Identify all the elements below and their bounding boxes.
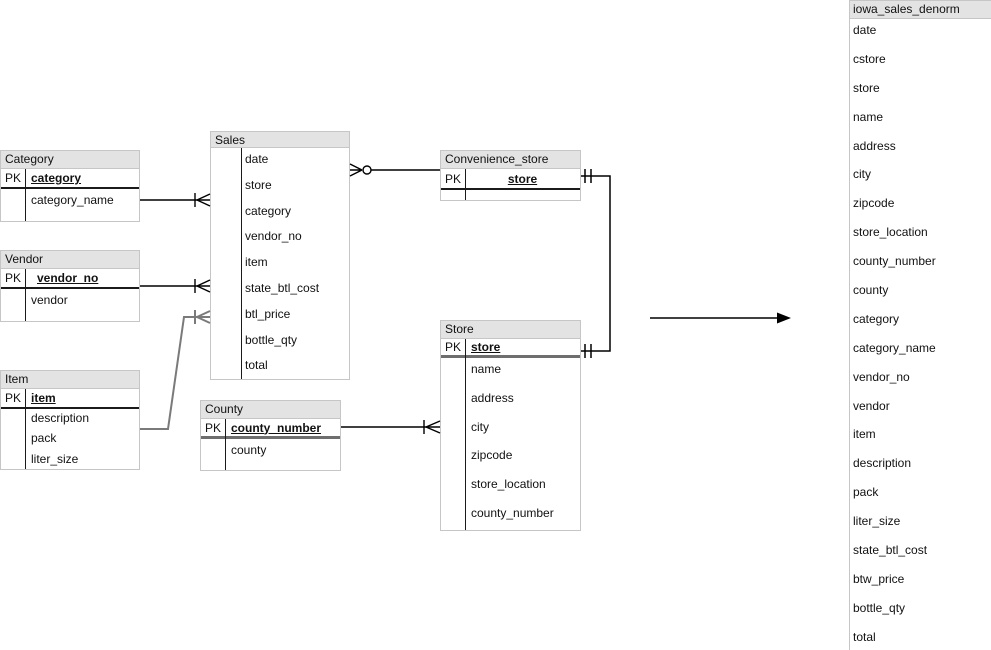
one-and-only-one-icon — [584, 344, 592, 358]
entity-table-sales[interactable]: Sales date store category vendor_no item… — [210, 131, 350, 380]
table-iowa-sales-denorm[interactable]: iowa_sales_denorm date cstore store name… — [849, 0, 991, 650]
denorm-field-state-btl-cost: state_btl_cost — [853, 543, 928, 558]
pk-label: PK — [444, 340, 461, 354]
table-title-store: Store — [440, 320, 581, 339]
pk-row: PK item — [1, 389, 139, 409]
entity-table-item[interactable]: Item PK item description pack liter_size — [0, 370, 140, 470]
denorm-field-pack: pack — [853, 485, 879, 500]
pk-row: PK store — [441, 169, 580, 190]
field-zipcode: zipcode — [471, 448, 513, 463]
field-date: date — [245, 152, 269, 166]
table-title-vendor: Vendor — [0, 250, 140, 269]
entity-table-store[interactable]: Store PK store name address city zipcode… — [440, 320, 581, 531]
entity-table-category[interactable]: Category PK category category_name — [0, 150, 140, 222]
field-address: address — [471, 390, 514, 405]
pk-row: PK county_number — [201, 419, 340, 439]
entity-table-county[interactable]: County PK county_number county — [200, 400, 341, 471]
pk-label: PK — [204, 420, 221, 435]
crow-foot-one-or-many-icon — [423, 420, 441, 434]
denorm-field-vendor-no: vendor_no — [853, 369, 910, 384]
relationship-sales-convenience-store[interactable] — [349, 163, 440, 177]
field-county-number: county_number — [471, 505, 554, 520]
table-title-category: Category — [0, 150, 140, 169]
pk-field-store: store — [507, 171, 538, 186]
crow-foot-zero-or-many-icon — [349, 163, 372, 177]
denorm-field-liter-size: liter_size — [853, 514, 901, 529]
entity-table-vendor[interactable]: Vendor PK vendor_no vendor — [0, 250, 140, 322]
denorm-field-name: name — [853, 109, 884, 124]
denorm-field-vendor: vendor — [853, 398, 890, 413]
field-city: city — [471, 419, 489, 434]
field-bottle-qty: bottle_qty — [245, 332, 298, 347]
field-total: total — [245, 358, 268, 373]
denorm-field-store: store — [853, 80, 880, 95]
pk-field-store: store — [471, 340, 501, 354]
pk-label: PK — [4, 391, 21, 405]
denorm-field-store-location: store_location — [853, 225, 928, 240]
pk-field-item: item — [31, 391, 56, 405]
field-category: category — [245, 203, 292, 218]
field-vendor-no: vendor_no — [245, 229, 302, 244]
denorm-field-cstore: cstore — [853, 51, 886, 66]
pk-row: PK category — [1, 169, 139, 189]
denorm-field-date: date — [853, 23, 877, 37]
crow-foot-one-or-many-icon — [194, 193, 211, 207]
denorm-field-county: county — [853, 283, 889, 298]
denorm-field-btw-price: btw_price — [853, 571, 905, 586]
table-title-convenience-store: Convenience_store — [440, 150, 581, 169]
pk-row: PK vendor_no — [1, 269, 139, 289]
field-item: item — [245, 255, 268, 270]
pk-field-category: category — [31, 171, 82, 185]
denorm-field-bottle-qty: bottle_qty — [853, 600, 906, 615]
field-county: county — [231, 443, 267, 457]
field-pack: pack — [31, 431, 57, 446]
entity-table-convenience-store[interactable]: Convenience_store PK store — [440, 150, 581, 201]
pk-label: PK — [4, 271, 21, 285]
denorm-field-description: description — [853, 456, 912, 471]
field-vendor: vendor — [31, 293, 68, 307]
table-title-sales: Sales — [210, 131, 350, 148]
table-title-county: County — [200, 400, 341, 419]
field-btl-price: btl_price — [245, 306, 291, 321]
arrow-head-icon — [777, 312, 791, 324]
relationship-vendor-sales[interactable] — [140, 279, 211, 293]
field-store-location: store_location — [471, 477, 546, 492]
crow-foot-one-or-many-icon — [194, 279, 211, 293]
field-name: name — [471, 362, 502, 376]
field-store: store — [245, 177, 272, 192]
denorm-field-item: item — [853, 427, 876, 442]
table-title-item: Item — [0, 370, 140, 389]
pk-row: PK store — [441, 339, 580, 358]
pk-field-county-number: county_number — [231, 420, 322, 435]
one-and-only-one-icon — [584, 169, 592, 183]
denorm-field-city: city — [853, 167, 871, 182]
field-category-name: category_name — [31, 193, 114, 207]
denorm-field-total: total — [853, 629, 876, 644]
field-description: description — [31, 411, 90, 425]
relationship-convenience-store-store[interactable] — [581, 169, 611, 358]
crow-foot-one-or-many-icon — [194, 310, 211, 324]
table-title-iowa-sales-denorm: iowa_sales_denorm — [849, 0, 991, 19]
pk-label: PK — [4, 171, 21, 185]
transform-arrow[interactable] — [650, 312, 791, 324]
denorm-field-category: category — [853, 311, 900, 326]
denorm-field-category-name: category_name — [853, 340, 936, 355]
relationship-county-store[interactable] — [341, 420, 441, 434]
pk-field-vendor-no: vendor_no — [37, 271, 99, 285]
field-state-btl-cost: state_btl_cost — [245, 280, 320, 295]
field-liter-size: liter_size — [31, 451, 79, 466]
denorm-field-zipcode: zipcode — [853, 196, 895, 211]
denorm-field-county-number: county_number — [853, 254, 936, 269]
pk-label: PK — [444, 171, 461, 186]
denorm-field-address: address — [853, 138, 896, 153]
relationship-category-sales[interactable] — [140, 193, 211, 207]
